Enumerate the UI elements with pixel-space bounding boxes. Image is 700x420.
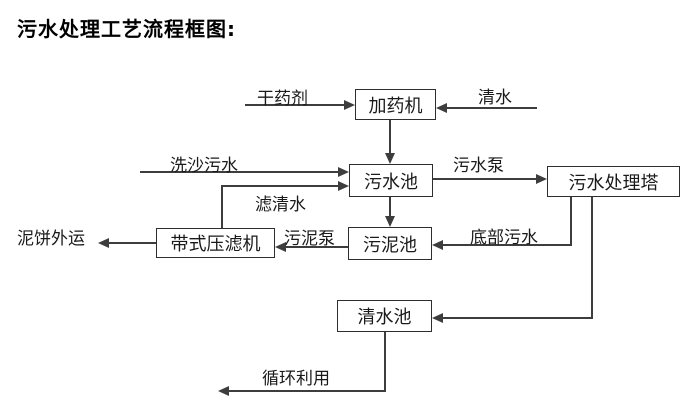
edge-filtered-water-label: 滤清水 bbox=[255, 195, 306, 215]
edge-filtered-water-vline bbox=[221, 186, 223, 228]
arrowhead-left-icon bbox=[98, 238, 109, 248]
edge-sand-washing-line bbox=[140, 171, 339, 173]
edge-dry-agent-line bbox=[245, 104, 345, 106]
edge-tower-to-clear-vline bbox=[591, 197, 593, 318]
arrowhead-down-icon bbox=[385, 153, 395, 164]
node-sewage-pool-label: 污水池 bbox=[364, 171, 418, 193]
arrowhead-left-icon bbox=[432, 240, 443, 250]
node-treatment-tower-label: 污水处理塔 bbox=[568, 172, 659, 194]
node-clear-water-pool-label: 清水池 bbox=[357, 307, 412, 328]
edge-sand-washing-label: 洗沙污水 bbox=[170, 156, 238, 176]
edge-sewage-pump-label: 污水泵 bbox=[453, 156, 504, 176]
diagram-title: 污水处理工艺流程框图: bbox=[17, 17, 236, 41]
node-treatment-tower: 污水处理塔 bbox=[547, 166, 680, 197]
arrowhead-right-icon bbox=[536, 174, 547, 184]
edge-bottom-sewage-label: 底部污水 bbox=[470, 228, 538, 248]
node-clear-water-pool: 清水池 bbox=[337, 300, 432, 332]
edge-sewage-to-sludge-line bbox=[389, 197, 391, 217]
edge-sewage-pump-line bbox=[433, 178, 537, 180]
edge-filtered-water-line bbox=[221, 185, 339, 187]
edge-clear-water-label: 清水 bbox=[478, 88, 512, 108]
edge-mud-cake-label: 泥饼外运 bbox=[17, 229, 85, 249]
arrowhead-left-icon bbox=[436, 103, 447, 113]
node-belt-filter-press-label: 带式压滤机 bbox=[170, 234, 261, 255]
arrowhead-right-icon bbox=[338, 181, 349, 191]
arrowhead-left-icon bbox=[218, 386, 229, 396]
arrowhead-left-icon bbox=[275, 242, 286, 252]
node-sludge-pool-label: 污泥池 bbox=[363, 234, 417, 256]
node-sludge-pool: 污泥池 bbox=[348, 227, 432, 260]
arrowhead-left-icon bbox=[432, 313, 443, 323]
node-belt-filter-press: 带式压滤机 bbox=[156, 228, 275, 258]
node-dosing-machine: 加药机 bbox=[355, 89, 436, 120]
edge-clear-water-line bbox=[446, 107, 537, 109]
edge-sludge-pump-line bbox=[285, 246, 348, 248]
edge-dosing-to-sewage-line bbox=[389, 120, 391, 154]
edge-mud-cake-line bbox=[108, 242, 156, 244]
node-dosing-machine-label: 加药机 bbox=[368, 95, 423, 117]
arrowhead-right-icon bbox=[338, 167, 349, 177]
node-sewage-pool: 污水池 bbox=[349, 164, 433, 197]
arrowhead-down-icon bbox=[385, 216, 395, 227]
edge-recycle-vline bbox=[384, 332, 386, 391]
edge-bottom-sewage-vline bbox=[570, 197, 572, 245]
edge-bottom-sewage-line bbox=[441, 244, 572, 246]
arrowhead-right-icon bbox=[344, 100, 355, 110]
edge-tower-to-clear-line bbox=[441, 317, 593, 319]
edge-recycle-label: 循环利用 bbox=[262, 369, 330, 389]
edge-sludge-pump-label: 污泥泵 bbox=[284, 229, 335, 249]
edge-dry-agent-label: 干药剂 bbox=[257, 89, 308, 109]
edge-recycle-line bbox=[227, 390, 386, 392]
